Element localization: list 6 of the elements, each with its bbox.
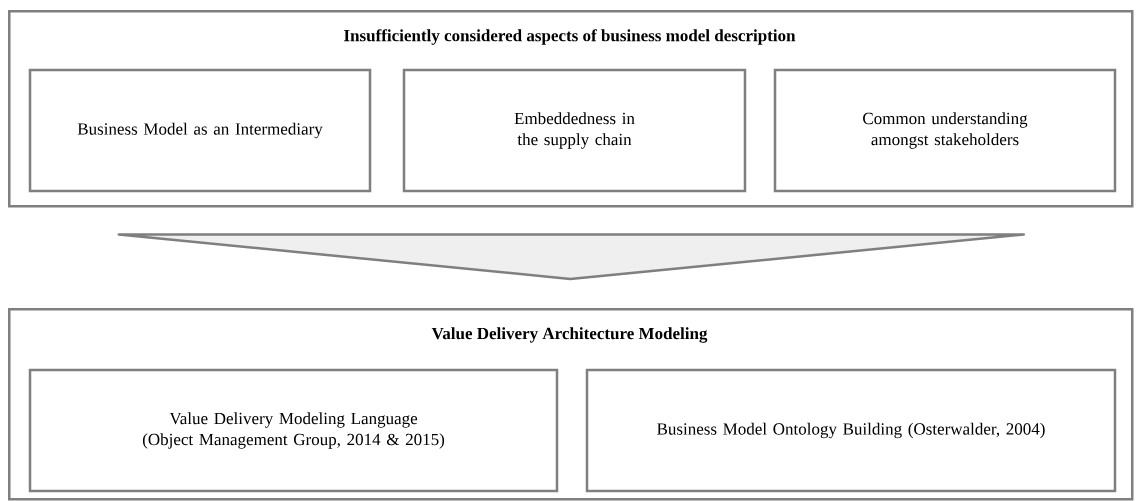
chevron-arrow	[117, 233, 1025, 281]
text-box: Business Model Ontology Building (Osterwalder, 2004)	[585, 368, 1117, 493]
text-box: Common understanding amongst stakeholders	[773, 68, 1117, 193]
text-box: Embeddedness in the supply chain	[402, 68, 747, 193]
text-box: Value Delivery Modeling Language (Object Management Group, 2014 & 2015)	[28, 368, 559, 493]
text-box: Business Model as an Intermediary	[28, 68, 372, 193]
